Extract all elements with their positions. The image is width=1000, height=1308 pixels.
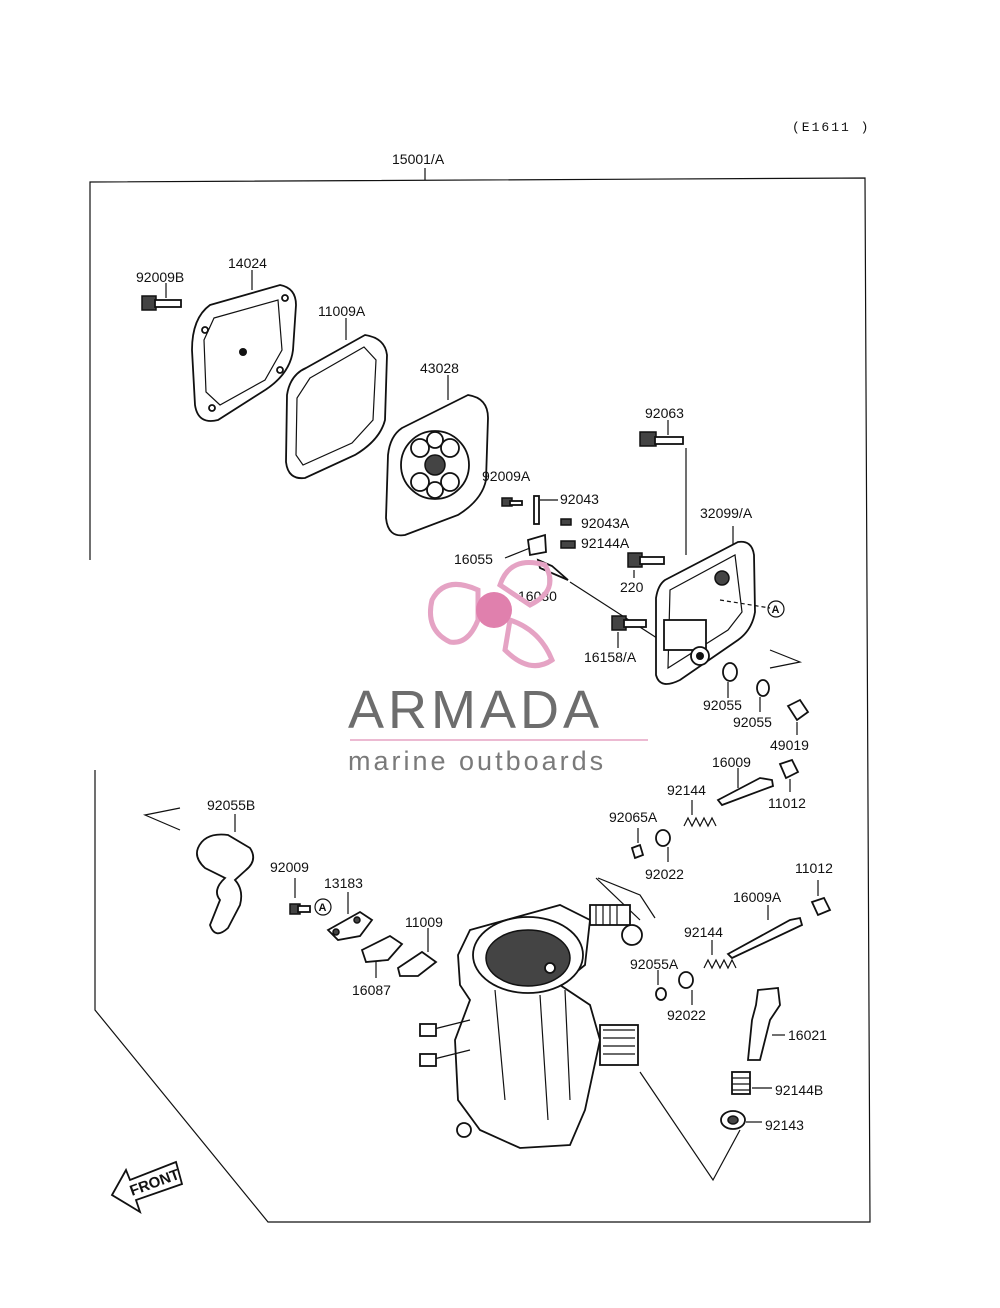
label-11012-a: 11012 <box>768 795 806 811</box>
armada-logo: ARMADA marine outboards <box>348 560 648 776</box>
diaphragm-43028 <box>385 375 489 537</box>
o-ring-92055-a <box>722 662 738 698</box>
o-ring-92055-b <box>756 679 770 712</box>
gasket-16087 <box>360 934 404 978</box>
label-92055B: 92055B <box>207 797 255 813</box>
adjust-needle-16009A <box>726 905 804 960</box>
svg-text:A: A <box>772 604 780 616</box>
bolt-92063 <box>639 420 687 555</box>
propeller-icon <box>428 560 556 669</box>
cap-11012-a <box>778 758 800 792</box>
label-92043A: 92043A <box>581 515 630 531</box>
label-11012-b: 11012 <box>795 860 833 876</box>
fitting-16021 <box>747 987 785 1061</box>
pump-cover-32099A <box>655 526 803 685</box>
washer-92022-a <box>655 829 671 862</box>
label-16009: 16009 <box>712 754 751 770</box>
screw-220 <box>627 552 665 578</box>
label-16087: 16087 <box>352 982 391 998</box>
gasket-11009A <box>285 318 388 480</box>
watermark-title: ARMADA <box>348 680 603 740</box>
spring-92144-b <box>703 940 737 970</box>
cap-49019 <box>786 698 810 735</box>
screw-16158A <box>611 615 647 648</box>
label-92143: 92143 <box>765 1117 804 1133</box>
washer-92065A <box>630 828 645 860</box>
assembly-label: 15001/A <box>392 151 445 167</box>
reference-code: (E1611 ) <box>792 120 870 135</box>
label-92055A: 92055A <box>630 956 679 972</box>
assembly-frame <box>89 168 871 1223</box>
o-ring-92055A <box>655 970 667 1001</box>
label-14024: 14024 <box>228 255 267 271</box>
cap-11012-b <box>810 880 832 917</box>
gasket-92055B <box>142 807 255 935</box>
label-16009A: 16009A <box>733 889 782 905</box>
label-11009: 11009 <box>405 914 443 930</box>
label-92055-a: 92055 <box>703 697 742 713</box>
label-43028: 43028 <box>420 360 459 376</box>
washer-92143 <box>639 1071 762 1182</box>
front-direction-arrow: FRONT <box>110 1160 184 1215</box>
label-92055-b: 92055 <box>733 714 772 730</box>
label-92022-b: 92022 <box>667 1007 706 1023</box>
label-16158A: 16158/A <box>584 649 637 665</box>
label-32099A: 32099/A <box>700 505 753 521</box>
label-92065A: 92065A <box>609 809 658 825</box>
spring-92144-a <box>683 800 717 828</box>
gasket-11009 <box>396 928 438 977</box>
screw-92009A <box>501 497 523 507</box>
svg-text:A: A <box>319 902 327 914</box>
label-49019: 49019 <box>770 737 809 753</box>
callout-A-lower: A <box>314 898 332 916</box>
adjust-needle-16009 <box>716 768 775 807</box>
label-92009: 92009 <box>270 859 309 875</box>
lever-16055 <box>504 533 547 559</box>
label-13183: 13183 <box>324 875 363 891</box>
pin-92043A <box>560 518 572 526</box>
callout-A-upper: A <box>767 600 785 618</box>
label-92063: 92063 <box>645 405 684 421</box>
label-92009B: 92009B <box>136 269 184 285</box>
label-220: 220 <box>620 579 644 595</box>
screw-92009B <box>141 283 182 311</box>
plate-13183 <box>326 892 374 941</box>
cover-plate-14024 <box>191 270 297 422</box>
screw-92009 <box>289 878 311 915</box>
label-92009A: 92009A <box>482 468 531 484</box>
washer-92022-b <box>678 971 694 1005</box>
label-92144B: 92144B <box>775 1082 823 1098</box>
pin-92043 <box>533 495 558 525</box>
label-92144A: 92144A <box>581 535 630 551</box>
label-92043: 92043 <box>560 491 599 507</box>
spring-92144A <box>560 540 576 549</box>
label-11009A: 11009A <box>318 303 366 319</box>
label-16021: 16021 <box>788 1027 827 1043</box>
label-16055: 16055 <box>454 551 493 567</box>
label-92144-a: 92144 <box>667 782 706 798</box>
watermark-subtitle: marine outboards <box>348 746 606 776</box>
carburetor-body <box>419 877 656 1149</box>
spring-92144B <box>731 1071 772 1095</box>
label-92022-a: 92022 <box>645 866 684 882</box>
label-92144-b: 92144 <box>684 924 723 940</box>
